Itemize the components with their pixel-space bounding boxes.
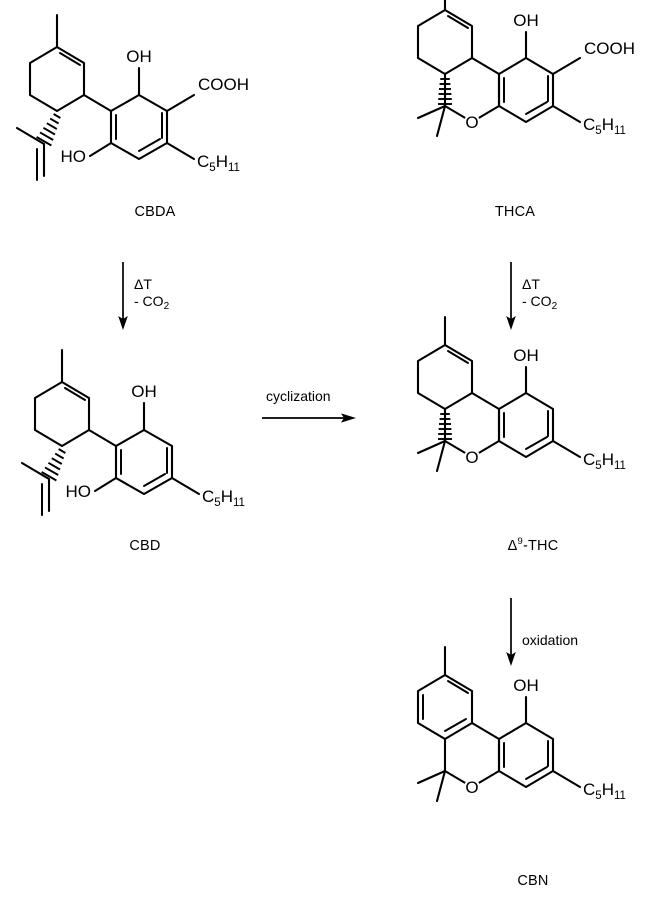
arrow-cbd-to-thc [262,413,356,423]
atom-label-cooh-cbda: COOH [198,75,249,94]
compound-label-thc-text: Δ9-THC [507,536,559,554]
arrow-thca-to-thc [506,262,516,330]
atom-label-o-thc: O [465,448,478,467]
compound-label-cbd: CBD [129,538,161,554]
arrow-label-line1: oxidation [522,632,579,648]
stereo-hash-bond-thc [438,413,452,440]
structure-cbda: OH COOH C5H11 HO [15,13,249,181]
arrow-label-line1: ΔT [134,276,152,292]
compound-label-thca: THCA [494,204,536,220]
atom-label-pentyl-thca: C5H11 [583,115,626,137]
atom-label-cooh-thca: COOH [584,39,635,58]
structure-thc: O OH C5H11 [416,315,626,473]
arrow-label-thca-to-thc: ΔT - CO2 [522,276,558,313]
atom-label-ho-cbd: HO [66,482,92,501]
atom-label-pentyl-thc: C5H11 [583,450,626,472]
arrow-label-oxidation: oxidation [522,632,578,649]
stereo-hash-bond-thca [438,78,452,105]
arrow-label-line2: - CO2 [522,293,558,313]
structure-thca: O O OH COOH C5H11 [416,0,635,138]
atom-label-o-cbn: O [465,778,478,797]
stereo-hash-bond-cbda [36,113,61,147]
atom-label-oh-cbda: OH [126,47,152,66]
arrow-label-cbda-to-cbd: ΔT - CO2 [134,276,170,313]
atom-label-oh-cbn: OH [513,676,539,695]
arrow-label-line1: cyclization [266,388,331,404]
arrow-label-line1: ΔT [522,276,540,292]
atom-label-oh-cbd: OH [131,382,157,401]
arrow-label-cyclization: cyclization [266,388,331,405]
arrow-label-line2: - CO2 [134,293,170,313]
atom-label-ho-cbda: HO [61,147,87,166]
atom-label-oh-thca: OH [513,11,539,30]
arrow-cbda-to-cbd [118,262,128,330]
atom-label-pentyl-cbn: C5H11 [583,780,626,802]
compound-label-thc: Δ9-THC [483,536,583,554]
stereo-hash-bond-cbd [41,448,66,482]
structure-cbn: O OH C5H11 [416,645,626,803]
atom-label-pentyl-cbda: C5H11 [197,152,240,174]
atom-label-pentyl-cbd: C5H11 [202,487,245,509]
arrow-thc-to-cbn [506,598,516,666]
structure-cbd: OH C5H11 HO [20,348,245,516]
compound-label-cbn: CBN [517,873,549,889]
atom-label-oh-thc: OH [513,346,539,365]
atom-label-o-thca-2: O [465,113,478,132]
compound-label-cbda: CBDA [134,204,176,220]
